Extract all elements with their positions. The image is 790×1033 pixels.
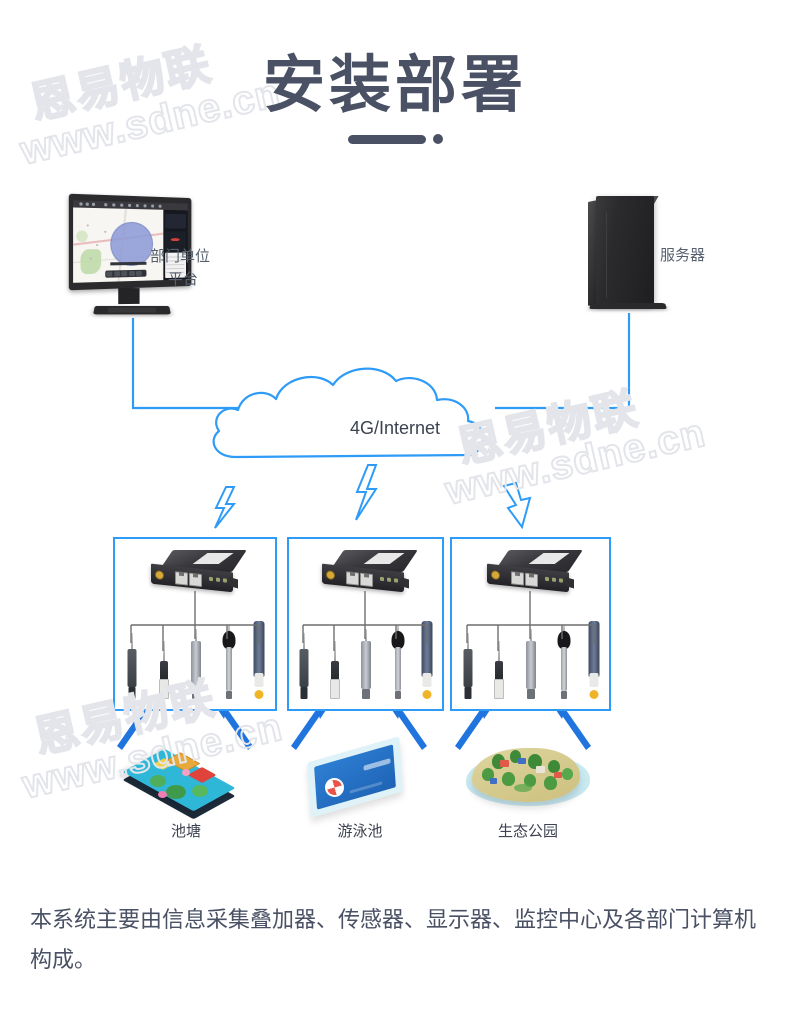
title-divider — [0, 128, 790, 150]
scene-label-pool: 游泳池 — [300, 820, 420, 841]
site-device-box-3[interactable] — [450, 537, 611, 711]
cloud-label: 4G/Internet — [0, 418, 790, 439]
monitor-neck — [118, 288, 139, 304]
page-title: 安装部署 — [0, 34, 790, 124]
workstation-label: 部门单位 平台 — [150, 245, 350, 291]
scene-label-park: 生态公园 — [468, 820, 588, 841]
site-device-box-1[interactable] — [113, 537, 277, 711]
map-coverage-ellipse — [111, 222, 154, 267]
sensor-bus-wiring-1 — [115, 539, 275, 709]
swimming-pool-scene-icon — [305, 742, 415, 816]
monitor-base — [93, 306, 171, 314]
divider-bar — [348, 135, 426, 144]
workstation-label-line1: 部门单位 — [150, 245, 350, 268]
footer-description: 本系统主要由信息采集叠加器、传感器、显示器、监控中心及各部门计算机构成。 — [30, 900, 760, 980]
workstation-label-line2: 平台 — [150, 268, 350, 291]
scene-label-pond: 池塘 — [126, 820, 246, 841]
sensor-bus-wiring-2 — [289, 539, 442, 709]
eco-park-scene-icon — [466, 738, 590, 816]
site-device-box-2[interactable] — [287, 537, 444, 711]
server-label: 服务器 — [660, 244, 770, 267]
sensor-bus-wiring-3 — [452, 539, 609, 709]
pond-scene-icon — [136, 745, 236, 815]
divider-dot — [433, 134, 443, 144]
